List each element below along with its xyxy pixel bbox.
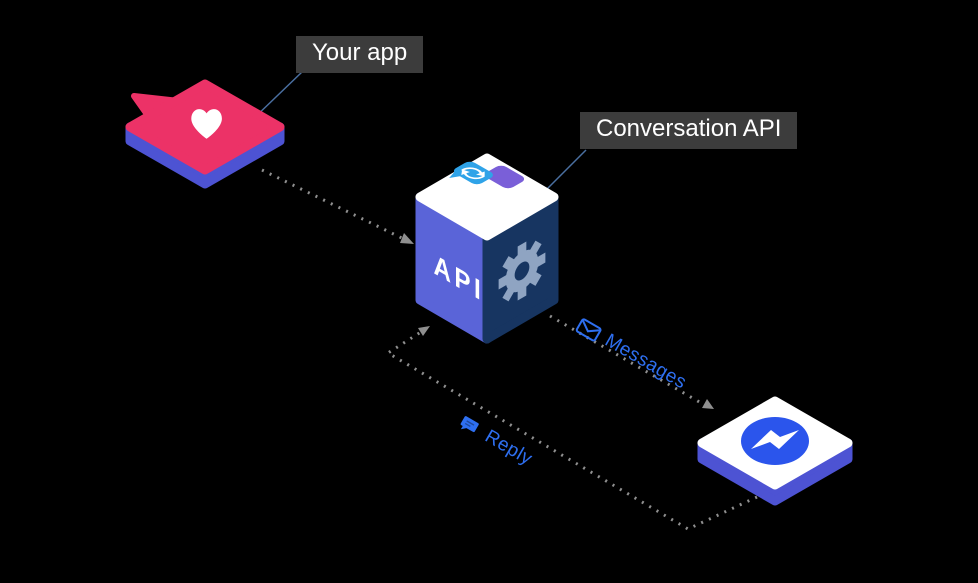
leader-lines — [250, 71, 587, 198]
flow-arrowheads — [400, 233, 714, 409]
your-app-label: Your app — [296, 36, 424, 74]
messages-flow-label: Messages — [573, 314, 690, 394]
conversation-api-cube: API — [415, 153, 559, 344]
messenger-tile — [697, 396, 853, 506]
arrowhead-to-api — [400, 233, 414, 244]
gear-icon — [498, 240, 546, 302]
heart-icon — [191, 109, 222, 139]
arrowhead-reply-to-api — [418, 326, 430, 336]
arrowhead-to-messenger — [702, 399, 714, 409]
messenger-to-api-reply-line — [385, 328, 758, 531]
front-bubble-tail — [449, 172, 462, 178]
your-app-tile — [125, 79, 285, 189]
chat-bubble-icon — [460, 415, 480, 432]
app-to-api-line — [261, 168, 411, 244]
envelope-icon — [576, 317, 602, 342]
chat-sync-icon — [449, 161, 525, 189]
messenger-bolt-icon — [751, 430, 799, 449]
front-bubble — [453, 161, 493, 185]
back-bubble — [485, 165, 525, 189]
conversation-api-label: Conversation API — [580, 112, 798, 150]
flow-lines — [261, 168, 758, 531]
sync-arrows — [461, 167, 485, 180]
gear-hole — [514, 261, 530, 281]
reply-flow-label: Reply — [453, 410, 536, 471]
